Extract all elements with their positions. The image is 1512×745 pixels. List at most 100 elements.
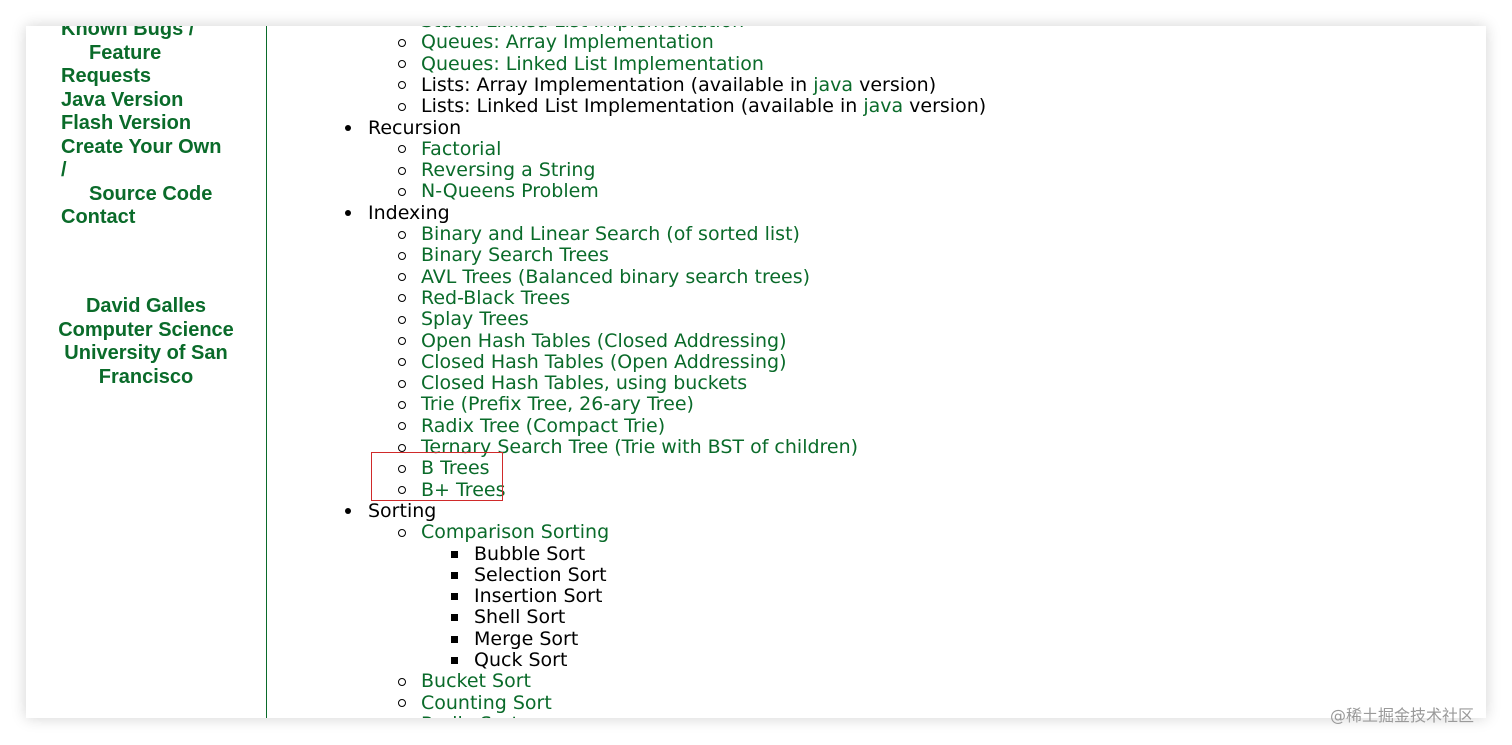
sidebar-nav-link[interactable]: Requests xyxy=(61,65,152,87)
item-label: Lists: Array Implementation (available i… xyxy=(421,73,814,96)
author-credit-line: Computer Science xyxy=(58,318,234,341)
list-item: AVL Trees (Balanced binary search trees) xyxy=(394,266,810,288)
sidebar-nav-link[interactable]: Create Your Own xyxy=(61,135,222,158)
list-item: Comparison Sorting xyxy=(394,521,609,543)
author-credit-line: University of San xyxy=(64,342,228,364)
bullet-marker xyxy=(341,500,368,522)
algorithm-link[interactable]: Radix Sort xyxy=(421,713,519,718)
bullet-marker xyxy=(447,628,474,650)
list-item: Radix Tree (Compact Trie) xyxy=(394,415,665,437)
section-heading: Recursion xyxy=(341,117,461,139)
algorithm-link[interactable]: Counting Sort xyxy=(421,691,552,714)
bullet-marker xyxy=(394,138,421,160)
algorithm-link[interactable]: Radix Tree (Compact Trie) xyxy=(421,414,666,437)
algorithm-link[interactable]: Stack: Linked List Implementation xyxy=(421,26,744,32)
list-item: Shell Sort xyxy=(447,606,565,628)
list-item: Binary and Linear Search (of sorted list… xyxy=(394,223,800,245)
list-item: N-Queens Problem xyxy=(394,180,599,202)
list-item: Splay Trees xyxy=(394,308,529,330)
list-item: Lists: Array Implementation (available i… xyxy=(394,74,936,96)
list-item: Merge Sort xyxy=(447,628,578,650)
item-label: Lists: Linked List Implementation (avail… xyxy=(421,95,864,118)
algorithm-link[interactable]: Open Hash Tables (Closed Addressing) xyxy=(421,329,787,352)
bullet-marker xyxy=(394,393,421,415)
algorithm-link[interactable]: Red-Black Trees xyxy=(421,286,571,309)
bullet-marker xyxy=(394,308,421,330)
bullet-marker xyxy=(447,585,474,607)
algorithm-link[interactable]: Trie (Prefix Tree, 26-ary Tree) xyxy=(421,393,694,416)
sidebar-nav-link[interactable]: Contact xyxy=(61,206,136,228)
author-credit-line: Francisco xyxy=(98,365,194,388)
sidebar-nav-link[interactable]: Known Bugs / xyxy=(61,26,195,40)
algorithm-link[interactable]: Binary and Linear Search (of sorted list… xyxy=(421,223,800,245)
algorithm-link[interactable]: Queues: Linked List Implementation xyxy=(421,52,764,75)
item-label: Indexing xyxy=(368,201,450,224)
bullet-marker xyxy=(447,543,474,565)
item-label: Bubble Sort xyxy=(474,542,586,565)
list-item: Insertion Sort xyxy=(447,585,602,607)
section-heading: Sorting xyxy=(341,500,436,522)
bullet-marker xyxy=(394,415,421,437)
algorithm-link[interactable]: B+ Trees xyxy=(421,478,506,501)
list-item: Quck Sort xyxy=(447,649,567,671)
bullet-marker xyxy=(394,244,421,266)
list-item: Bucket Sort xyxy=(394,670,531,692)
list-item: Red-Black Trees xyxy=(394,287,570,309)
bullet-marker xyxy=(341,202,368,224)
bullet-marker xyxy=(447,649,474,671)
algorithm-link[interactable]: java xyxy=(813,73,854,96)
main-content: Stack: Linked List ImplementationQueues:… xyxy=(26,26,1486,718)
list-item: Queues: Linked List Implementation xyxy=(394,53,764,75)
algorithm-link[interactable]: Reversing a String xyxy=(421,159,596,182)
sidebar-nav-link[interactable]: Feature xyxy=(89,41,162,64)
algorithm-link[interactable]: Comparison Sorting xyxy=(421,521,610,544)
sidebar-nav-link[interactable]: Source Code xyxy=(89,182,213,205)
bullet-marker xyxy=(394,351,421,373)
sidebar-nav-link[interactable]: / xyxy=(61,159,67,181)
bullet-marker xyxy=(394,74,421,96)
sidebar-nav-link[interactable]: Java Version xyxy=(61,88,184,111)
list-item: Open Hash Tables (Closed Addressing) xyxy=(394,330,787,352)
item-label: version) xyxy=(903,95,987,118)
bullet-marker xyxy=(394,713,421,718)
bullet-marker xyxy=(394,372,421,394)
bullet-marker xyxy=(341,117,368,139)
item-label: Sorting xyxy=(368,499,437,522)
bullet-marker xyxy=(394,330,421,352)
item-label: Recursion xyxy=(368,116,462,139)
bullet-marker xyxy=(394,521,421,543)
bullet-marker xyxy=(394,223,421,245)
algorithm-link[interactable]: Closed Hash Tables, using buckets xyxy=(421,372,748,395)
bullet-marker xyxy=(394,31,421,53)
section-heading: Indexing xyxy=(341,202,450,224)
list-item: Closed Hash Tables, using buckets xyxy=(394,372,747,394)
algorithm-link[interactable]: Factorial xyxy=(421,137,502,160)
list-item: B+ Trees xyxy=(394,479,505,501)
bullet-marker xyxy=(394,287,421,309)
list-item: Stack: Linked List Implementation xyxy=(394,26,744,32)
bullet-marker xyxy=(394,692,421,714)
bullet-marker xyxy=(394,180,421,202)
algorithm-link[interactable]: Queues: Array Implementation xyxy=(421,31,714,54)
item-label: Shell Sort xyxy=(474,606,566,629)
list-item: Queues: Array Implementation xyxy=(394,31,714,53)
algorithm-link[interactable]: Binary Search Trees xyxy=(421,244,609,267)
list-item: B Trees xyxy=(394,457,490,479)
algorithm-link[interactable]: Bucket Sort xyxy=(421,670,531,693)
item-label: Merge Sort xyxy=(474,627,579,650)
algorithm-link[interactable]: Ternary Search Tree (Trie with BST of ch… xyxy=(421,436,859,458)
algorithm-link[interactable]: Closed Hash Tables (Open Addressing) xyxy=(421,350,787,373)
bullet-marker xyxy=(394,95,421,117)
sidebar-nav-link[interactable]: Flash Version xyxy=(61,112,192,134)
algorithm-link[interactable]: java xyxy=(863,95,904,118)
item-label: Quck Sort xyxy=(474,649,568,671)
bullet-marker xyxy=(447,606,474,628)
algorithm-link[interactable]: Splay Trees xyxy=(421,308,529,331)
bullet-marker xyxy=(394,670,421,692)
author-credit-line: David Galles xyxy=(85,295,207,317)
algorithm-link[interactable]: B Trees xyxy=(421,457,490,480)
algorithm-link[interactable]: N-Queens Problem xyxy=(421,180,599,203)
algorithm-link[interactable]: AVL Trees (Balanced binary search trees) xyxy=(421,265,811,288)
list-item: Factorial xyxy=(394,138,501,160)
item-label: Insertion Sort xyxy=(474,585,603,608)
